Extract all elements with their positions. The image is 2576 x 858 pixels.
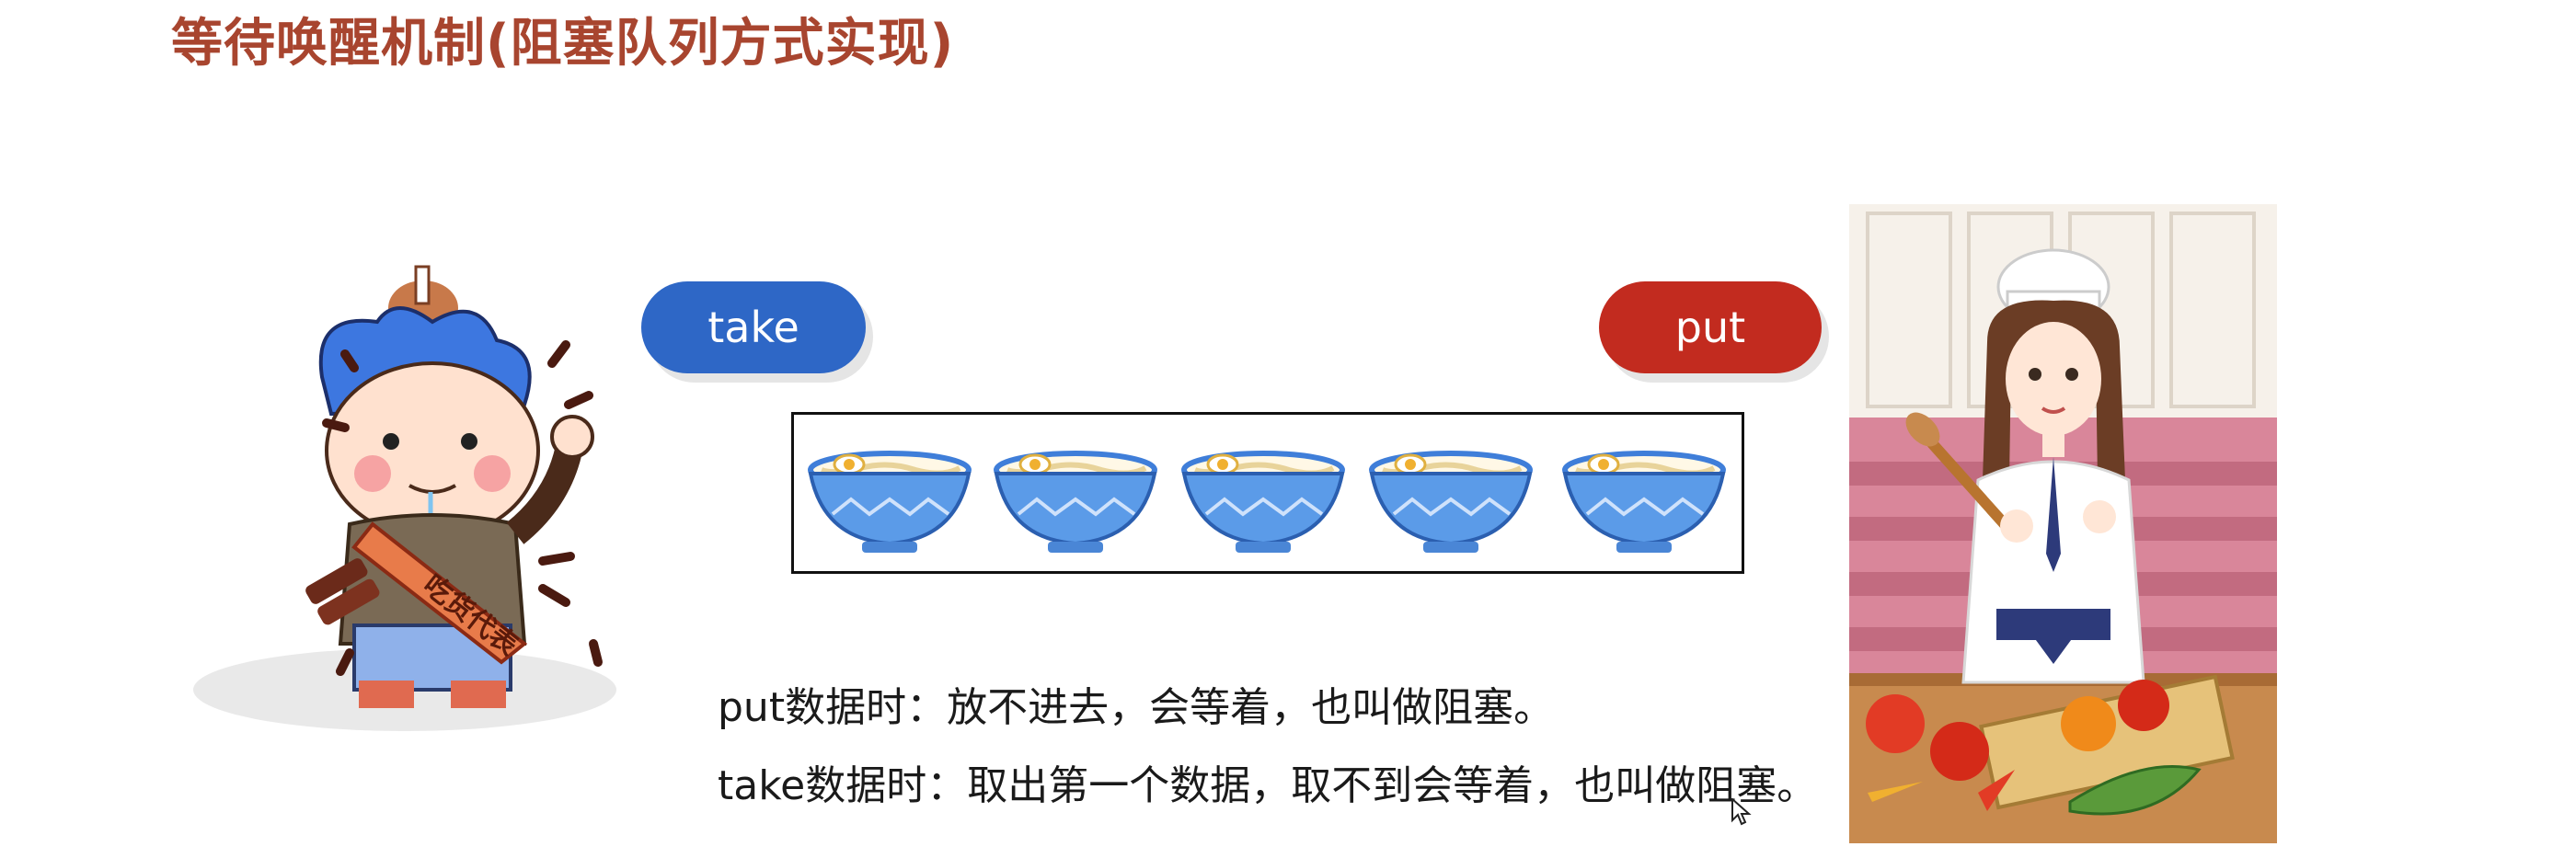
take-description: take数据时：取出第一个数据，取不到会等着，也叫做阻塞。 bbox=[718, 762, 1818, 809]
noodle-bowl-icon bbox=[808, 451, 972, 553]
noodle-bowl-icon bbox=[1181, 451, 1345, 553]
noodle-bowl-icon bbox=[1369, 451, 1533, 553]
put-description: put数据时：放不进去，会等着，也叫做阻塞。 bbox=[718, 684, 1555, 731]
blocking-queue-box bbox=[791, 412, 1744, 574]
noodle-bowl-icon bbox=[994, 451, 1157, 553]
take-button[interactable]: take bbox=[641, 281, 866, 373]
noodle-bowl-icon bbox=[1562, 451, 1726, 553]
put-button[interactable]: put bbox=[1599, 281, 1822, 373]
foodie-character-illustration: 吃货代表 bbox=[193, 265, 616, 731]
chef-illustration bbox=[1849, 204, 2277, 843]
page-title: 等待唤醒机制(阻塞队列方式实现) bbox=[171, 14, 955, 74]
mouse-cursor-icon bbox=[1731, 798, 1752, 826]
